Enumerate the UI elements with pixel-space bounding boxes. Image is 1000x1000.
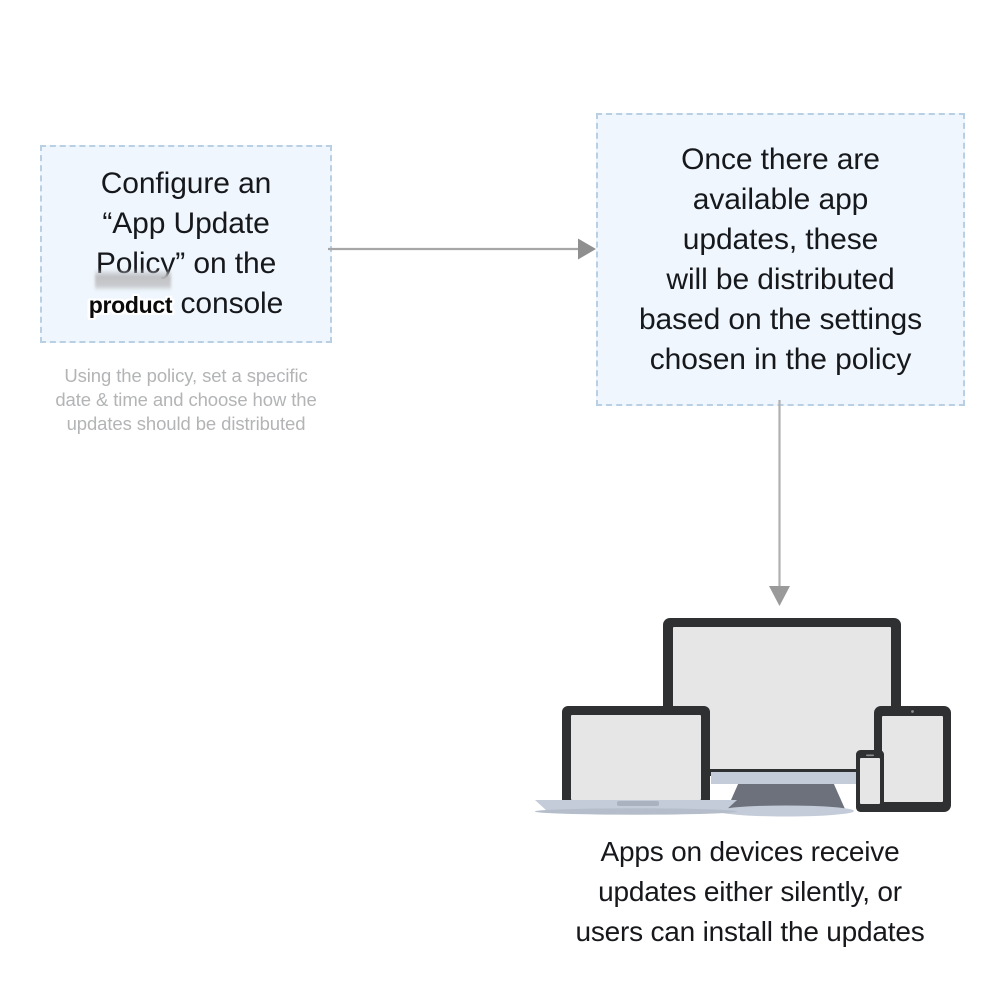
arrow-head xyxy=(578,238,596,260)
caption-devices: Apps on devices receive updates either s… xyxy=(575,836,925,947)
redacted-product-name: product xyxy=(88,268,173,325)
laptop-icon xyxy=(535,706,737,815)
monitor-screen xyxy=(673,627,891,769)
arrow-distribute-to-devices xyxy=(769,400,790,606)
laptop-screen xyxy=(571,715,701,800)
monitor-chin-front xyxy=(711,772,861,784)
desktop-monitor-icon xyxy=(663,618,901,817)
caption-policy: Using the policy, set a specific date & … xyxy=(55,365,317,434)
flow-box-policy[interactable]: Configure an “App Update Policy” on the … xyxy=(40,145,332,343)
phone-speaker xyxy=(866,754,874,757)
smartphone-icon xyxy=(856,750,884,812)
policy-line-4-suffix: console xyxy=(172,286,284,320)
flow-box-distribute-text: Once there are available app updates, th… xyxy=(638,142,923,376)
policy-line-3: Policy” on the xyxy=(95,246,277,280)
monitor-stand-neck xyxy=(727,782,845,809)
policy-line-1: Configure an xyxy=(100,166,272,200)
tablet-icon xyxy=(874,706,951,812)
laptop-base-shadow xyxy=(535,808,737,815)
arrow-policy-to-distribute xyxy=(328,238,596,260)
arrow-head xyxy=(769,586,790,606)
flow-box-distribute[interactable]: Once there are available app updates, th… xyxy=(596,113,965,406)
phone-screen xyxy=(860,758,880,804)
flow-box-policy-text: Configure an “App Update Policy” on the … xyxy=(83,164,289,325)
device-illustration xyxy=(535,618,951,817)
product-placeholder-label: product xyxy=(88,291,173,318)
tablet-camera-dot xyxy=(911,710,914,713)
laptop-trackpad-notch xyxy=(617,801,659,806)
monitor-stand-base xyxy=(718,805,854,817)
policy-line-2: “App Update xyxy=(102,206,270,240)
tablet-screen xyxy=(882,716,943,802)
